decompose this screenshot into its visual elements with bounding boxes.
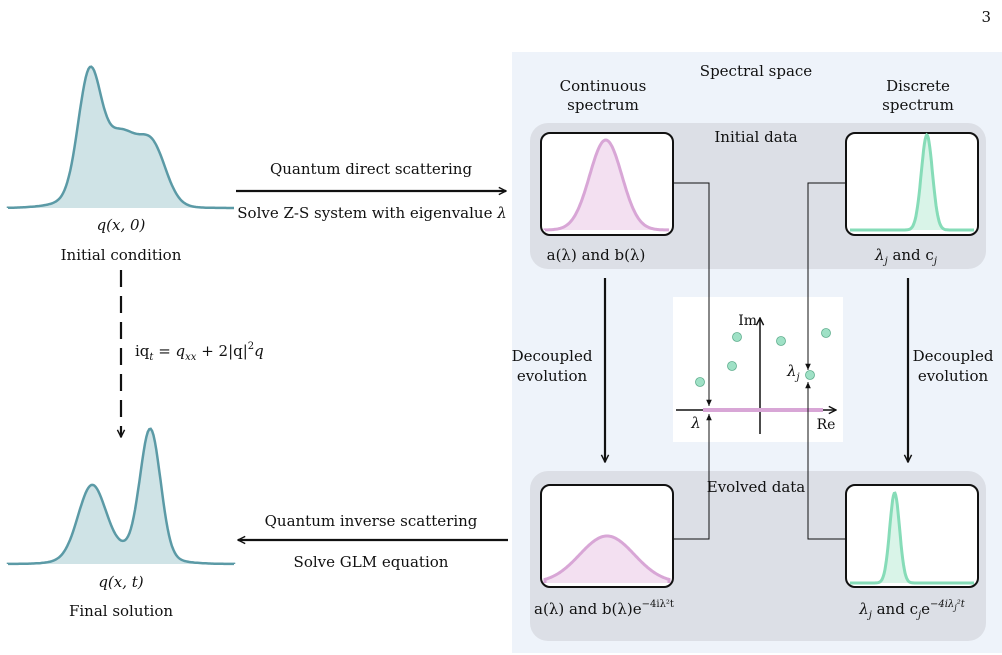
plane-to-evolved-continuous-connector: [673, 414, 712, 540]
final-profile-label: q(x, t): [98, 573, 143, 591]
inverse-scattering-title: Quantum inverse scattering: [265, 512, 478, 530]
continuous-spectrum-line1: Continuous: [560, 77, 647, 95]
direct-scattering-title: Quantum direct scattering: [270, 160, 472, 178]
initial-discrete-label: λj and cj: [874, 246, 937, 267]
spectral-space-title: Spectral space: [700, 62, 813, 80]
eigenvalue-point: [732, 332, 742, 342]
initial-continuous-label: a(λ) and b(λ): [547, 246, 646, 264]
direct-scattering-subtitle: Solve Z-S system with eigenvalue λ: [237, 204, 506, 222]
im-label: Im: [738, 313, 757, 329]
continuous-to-plane-connector: [673, 182, 712, 406]
initial-discrete-box: [845, 132, 979, 236]
discrete-spectrum-line1: Discrete: [886, 77, 950, 95]
re-label: Re: [817, 417, 836, 433]
plane-to-evolved-discrete-connector: [805, 382, 846, 540]
evolved-continuous-label: a(λ) and b(λ)e−4iλ²t: [534, 599, 674, 618]
evolved-discrete-curve: [850, 491, 974, 585]
lambda-label: λ: [690, 414, 701, 432]
continuous-spectrum-line2: spectrum: [567, 96, 639, 114]
eigenvalue-point: [821, 328, 831, 338]
final-solution-caption: Final solution: [69, 602, 173, 620]
page-number: 3: [981, 8, 991, 26]
final-profile-curve: [6, 427, 236, 566]
initial-data-title: Initial data: [714, 128, 797, 146]
discrete-eigenvalues: [695, 328, 831, 387]
decoupled-left-line2: evolution: [517, 367, 588, 385]
eigenvalue-point: [695, 377, 705, 387]
evolved-discrete-label: λj and cje−4iλj²t: [858, 599, 966, 621]
evolved-continuous-curve: [543, 534, 671, 583]
lambda-j-label: λj: [786, 362, 800, 383]
discrete-spectrum-line2: spectrum: [882, 96, 954, 114]
discrete-to-plane-connector: [805, 182, 846, 370]
evolved-discrete-box: [845, 484, 979, 588]
nls-equation: iqt = qxx + 2|q|2q: [135, 341, 264, 363]
eigenvalue-point: [805, 370, 815, 380]
initial-condition-caption: Initial condition: [61, 246, 182, 264]
decoupled-right-line2: evolution: [918, 367, 989, 385]
initial-continuous-curve: [543, 138, 670, 232]
initial-discrete-curve: [850, 132, 974, 232]
eigenvalue-point: [776, 336, 786, 346]
eigenvalue-point: [727, 361, 737, 371]
initial-profile-label: q(x, 0): [97, 216, 146, 234]
inverse-scattering-subtitle: Solve GLM equation: [294, 553, 449, 571]
initial-profile-curve: [6, 65, 234, 210]
decoupled-left-line1: Decoupled: [512, 347, 593, 365]
decoupled-right-line1: Decoupled: [913, 347, 994, 365]
evolved-data-title: Evolved data: [707, 478, 806, 496]
